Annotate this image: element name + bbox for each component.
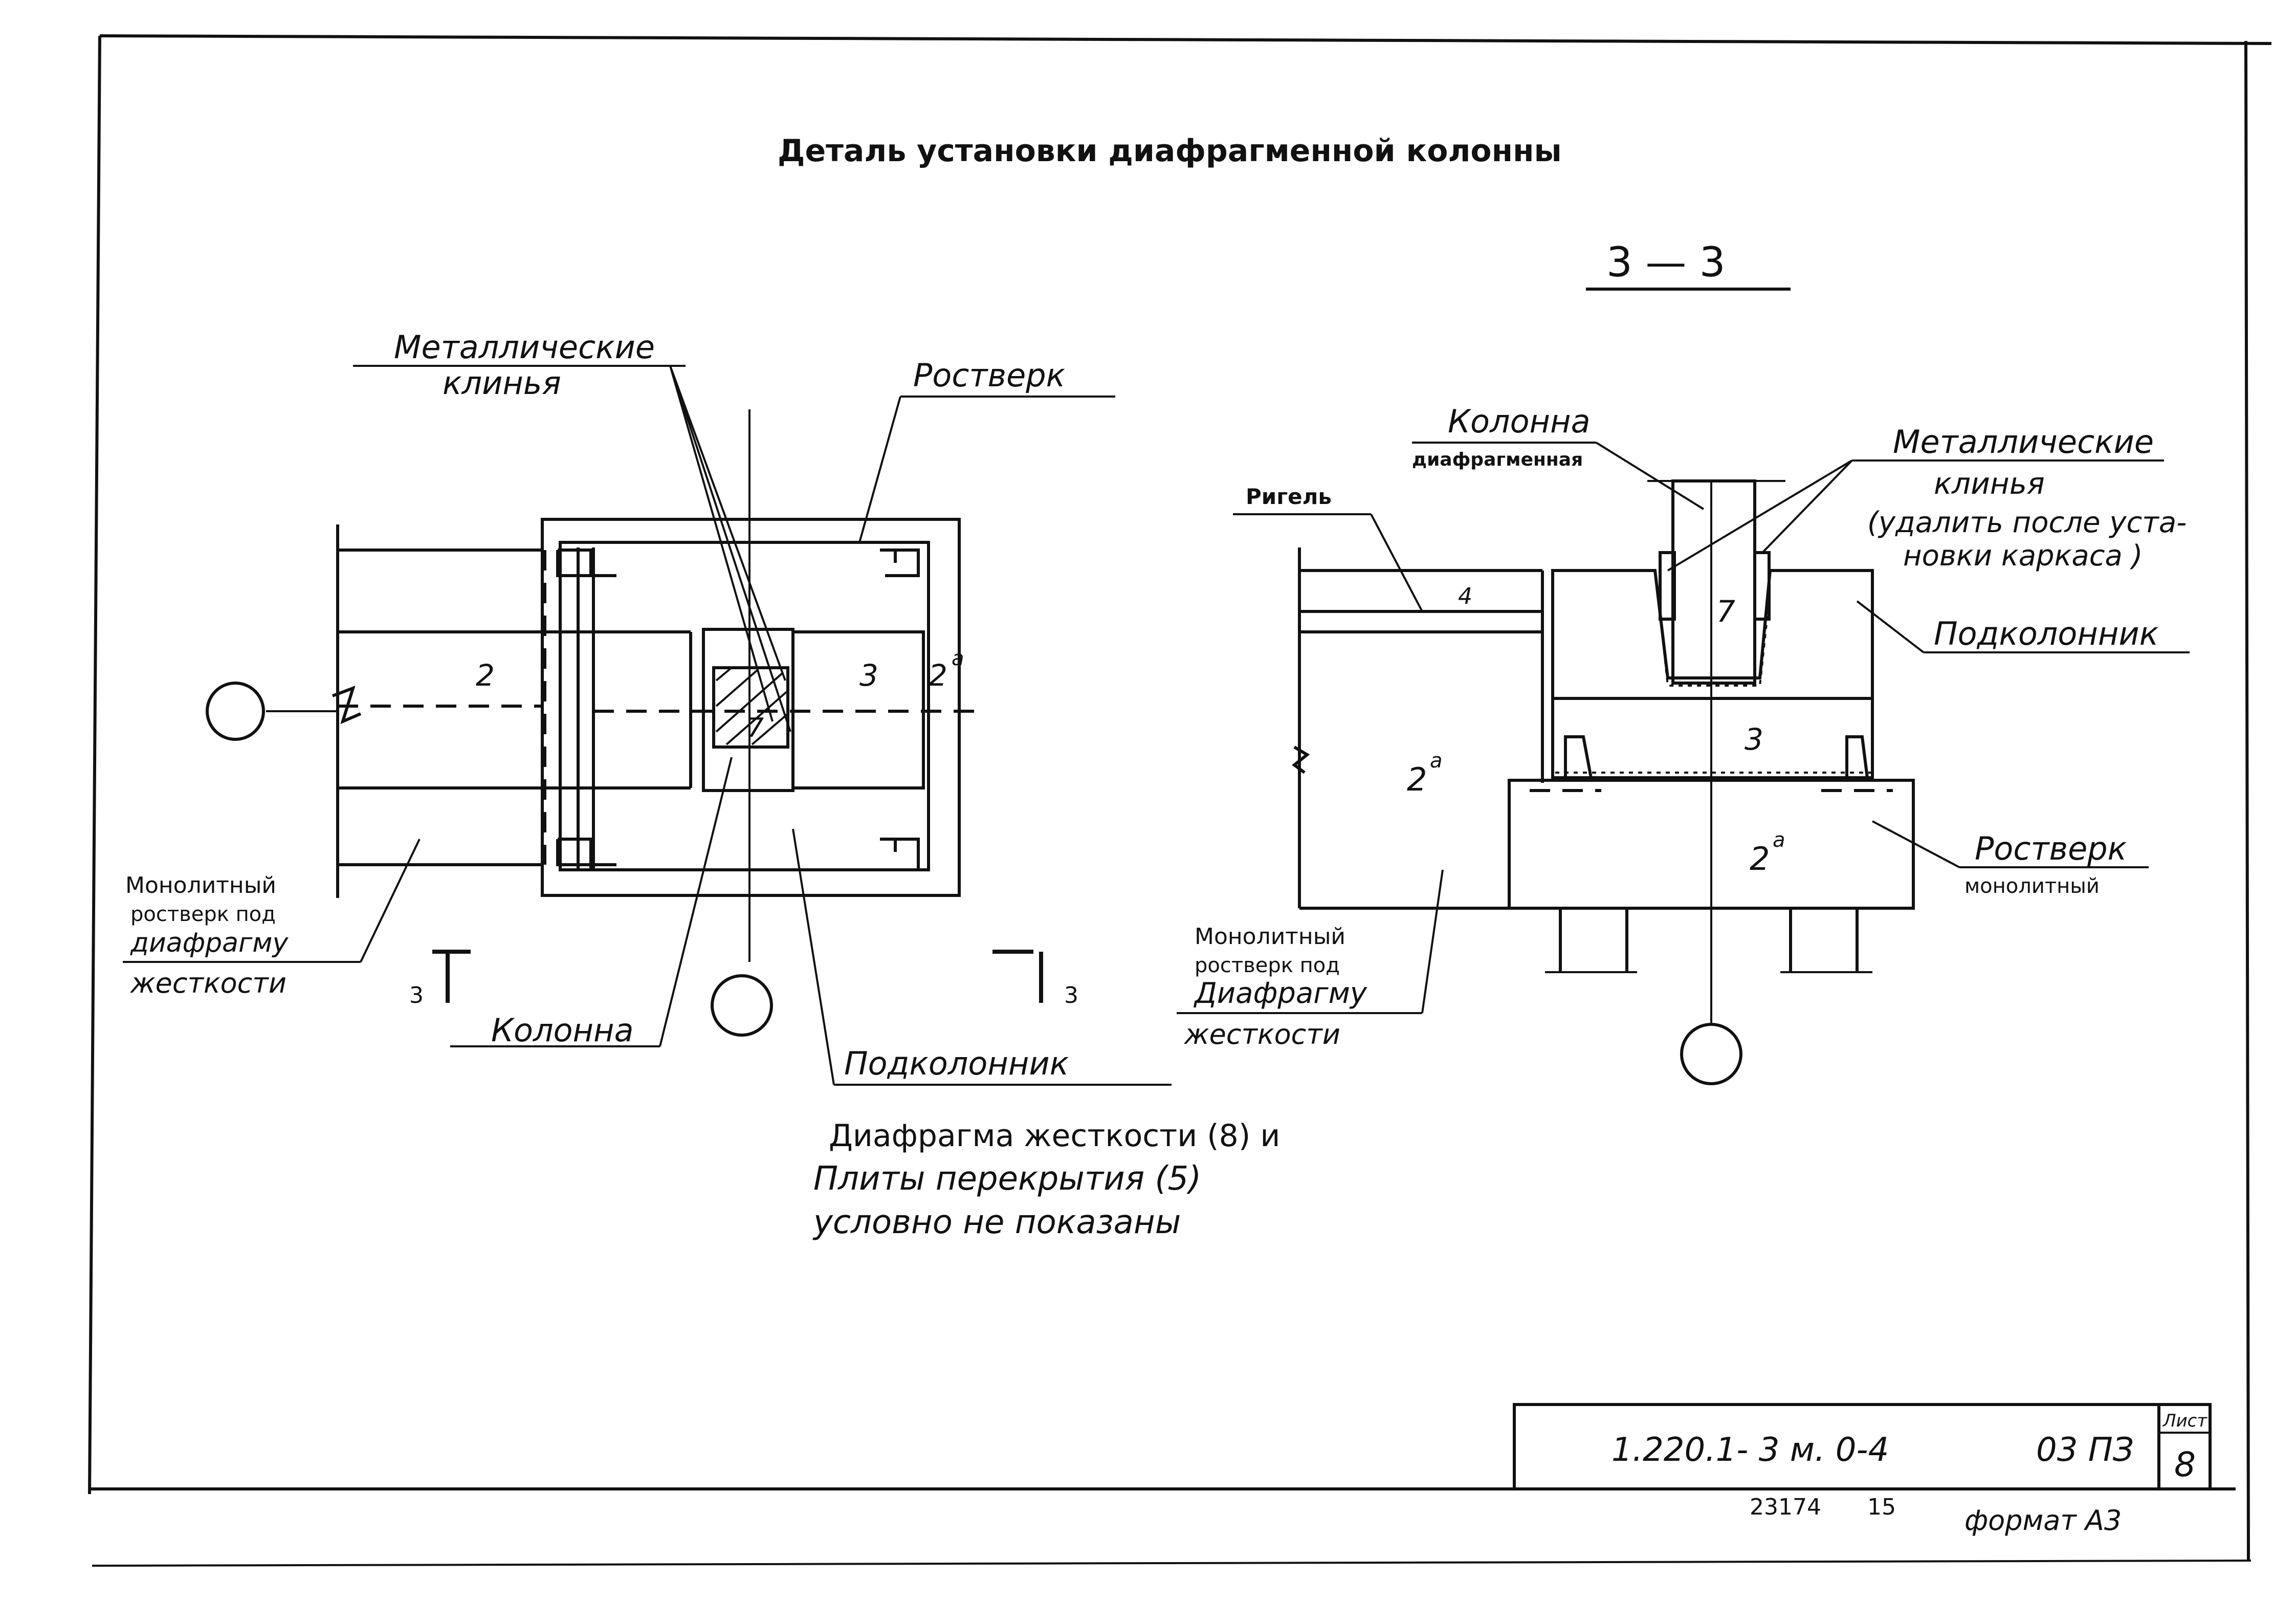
plan-label-metal-wedges-1: Металлические — [394, 328, 655, 366]
sec-label-monolith-3: Диафрагму — [1193, 977, 1367, 1010]
footer: 23174 15 формат А3 — [1750, 1494, 2122, 1537]
sheet-trim-line — [92, 1561, 2251, 1566]
stamp-sheet-label: Лист — [2162, 1411, 2207, 1431]
sec-label-metal-wedges-3: (удалить после уста- — [1867, 506, 2187, 539]
note-line-1: Диафрагма жесткости (8) и — [829, 1118, 1280, 1154]
sec-label-monolith-2: ростверк под — [1195, 954, 1340, 977]
plan-num-2: 2 — [476, 658, 495, 693]
plan-label-kolonna: Колонна — [491, 1012, 634, 1049]
plan-num-7: 7 — [747, 713, 764, 743]
podkolonnik-base — [1553, 698, 1872, 778]
stamp: 1.220.1- 3 м. 0-4 03 ПЗ Лист 8 — [1514, 1405, 2210, 1489]
plan-column-core — [714, 668, 788, 747]
stamp-doc: 03 ПЗ — [2036, 1431, 2134, 1469]
podkolonnik-shape — [1553, 571, 1872, 698]
cut-mark-left-label: 3 — [409, 982, 424, 1008]
sec-label-monolith-1: Монолитный — [1195, 924, 1345, 950]
leader-wedges-lines — [670, 366, 790, 732]
stamp-sheet-number: 8 — [2174, 1445, 2196, 1484]
drawing-title: Деталь установки диафрагменной колонны — [778, 133, 1562, 169]
leader-sec-monolith-line — [1422, 870, 1443, 1013]
cut-mark-left — [432, 952, 471, 1003]
sec-num-7: 7 — [1716, 594, 1735, 629]
plan-num-3: 3 — [859, 658, 878, 693]
anchor-right — [1847, 737, 1867, 778]
plan-sup-a: а — [952, 647, 964, 670]
axis-bubble-bottom — [712, 976, 771, 1035]
sec-num-2a-left: 2 — [1407, 761, 1427, 798]
break-mark-plan — [333, 688, 361, 721]
sec-label-metal-wedges-4: новки каркаса ) — [1903, 539, 2143, 573]
wedge-left — [1660, 553, 1674, 619]
sec-num-3: 3 — [1745, 722, 1763, 757]
sec-sup-a-left: а — [1430, 749, 1443, 773]
leader-sec-podkolonnik-line — [1857, 601, 1924, 652]
sec-num-4: 4 — [1458, 583, 1472, 609]
section-view: 4 7 3 2 а 2 а Колонна диафрагменная Мета… — [1177, 403, 2190, 1084]
plan-view: 2 3 2 а 7 Металлические клинья Ростверк … — [123, 328, 1172, 1085]
note-line-3: условно не показаны — [812, 1203, 1181, 1241]
piles — [1560, 908, 1857, 972]
wedge-top-left — [558, 550, 616, 576]
sec-label-metal-wedges-1: Металлические — [1893, 423, 2154, 460]
wedge-right — [1755, 553, 1769, 619]
wedge-bottom-right — [880, 839, 918, 870]
leader-kolonna-line — [660, 757, 732, 1046]
plan-label-monolith-3: диафрагму — [130, 928, 289, 958]
break-mark-section — [1294, 747, 1307, 773]
sec-sup-a-right: а — [1773, 828, 1785, 852]
sec-label-monolith-4: жесткости — [1183, 1018, 1340, 1050]
sec-label-kolonna-2: диафрагменная — [1412, 449, 1583, 470]
plan-label-rostverk: Ростверк — [913, 357, 1066, 394]
plan-num-2a: 2 — [929, 658, 947, 693]
sec-num-2a-right: 2 — [1750, 840, 1770, 878]
stamp-box — [1514, 1405, 2210, 1489]
note-line-2: Плиты перекрытия (5) — [813, 1160, 1201, 1198]
plan-label-monolith-4: жесткости — [129, 967, 286, 999]
leader-rigel-line — [1371, 514, 1422, 611]
sheet-frame — [90, 36, 2271, 1566]
leader-sec-kolonna-line — [1596, 443, 1704, 509]
cut-mark-right-label: 3 — [1064, 982, 1078, 1008]
socket-grout — [1660, 614, 1768, 686]
leader-podkolonnik-line — [793, 829, 834, 1085]
plan-label-monolith-2: ростверк под — [130, 903, 276, 926]
leader-rostverk-line — [859, 397, 900, 542]
plan-label-podkolonnik: Подколонник — [844, 1045, 1069, 1082]
cut-mark-right — [992, 952, 1041, 1003]
leader-sec-rostverk-line — [1872, 821, 1959, 867]
footer-format: формат А3 — [1964, 1504, 2122, 1537]
footer-copy: 15 — [1867, 1494, 1896, 1520]
plan-label-metal-wedges-2: клинья — [443, 364, 561, 402]
leader-monolith-line — [361, 839, 420, 962]
plan-column — [703, 629, 793, 791]
frame-right-line — [2246, 41, 2248, 1561]
leader-sec-wedges-lines — [1668, 460, 1852, 571]
sec-label-rigel: Ригель — [1246, 484, 1332, 509]
anchor-left — [1565, 737, 1591, 778]
sec-label-rostverk-2: монолитный — [1964, 874, 2100, 898]
sec-label-podkolonnik: Подколонник — [1934, 615, 2159, 652]
wedge-bottom-left — [558, 839, 616, 870]
note-block: Диафрагма жесткости (8) и Плиты перекрыт… — [812, 1118, 1280, 1241]
sec-column — [1673, 481, 1755, 683]
axis-bubble-left — [207, 683, 263, 739]
sec-label-metal-wedges-2: клинья — [1934, 466, 2045, 501]
section-label: 3 — 3 — [1606, 238, 1726, 286]
wedge-top-right — [880, 550, 918, 576]
sec-label-kolonna-1: Колонна — [1448, 403, 1591, 440]
stamp-code: 1.220.1- 3 м. 0-4 — [1611, 1431, 1889, 1469]
sec-axis-bubble — [1682, 1024, 1741, 1084]
frame-left-line — [90, 36, 100, 1494]
frame-top-line — [100, 36, 2271, 43]
footer-inventory: 23174 — [1750, 1494, 1821, 1520]
sec-label-rostverk-1: Ростверк — [1975, 830, 2127, 867]
plan-label-monolith-1: Монолитный — [125, 872, 276, 898]
rostverk-inner-outline — [560, 542, 929, 870]
